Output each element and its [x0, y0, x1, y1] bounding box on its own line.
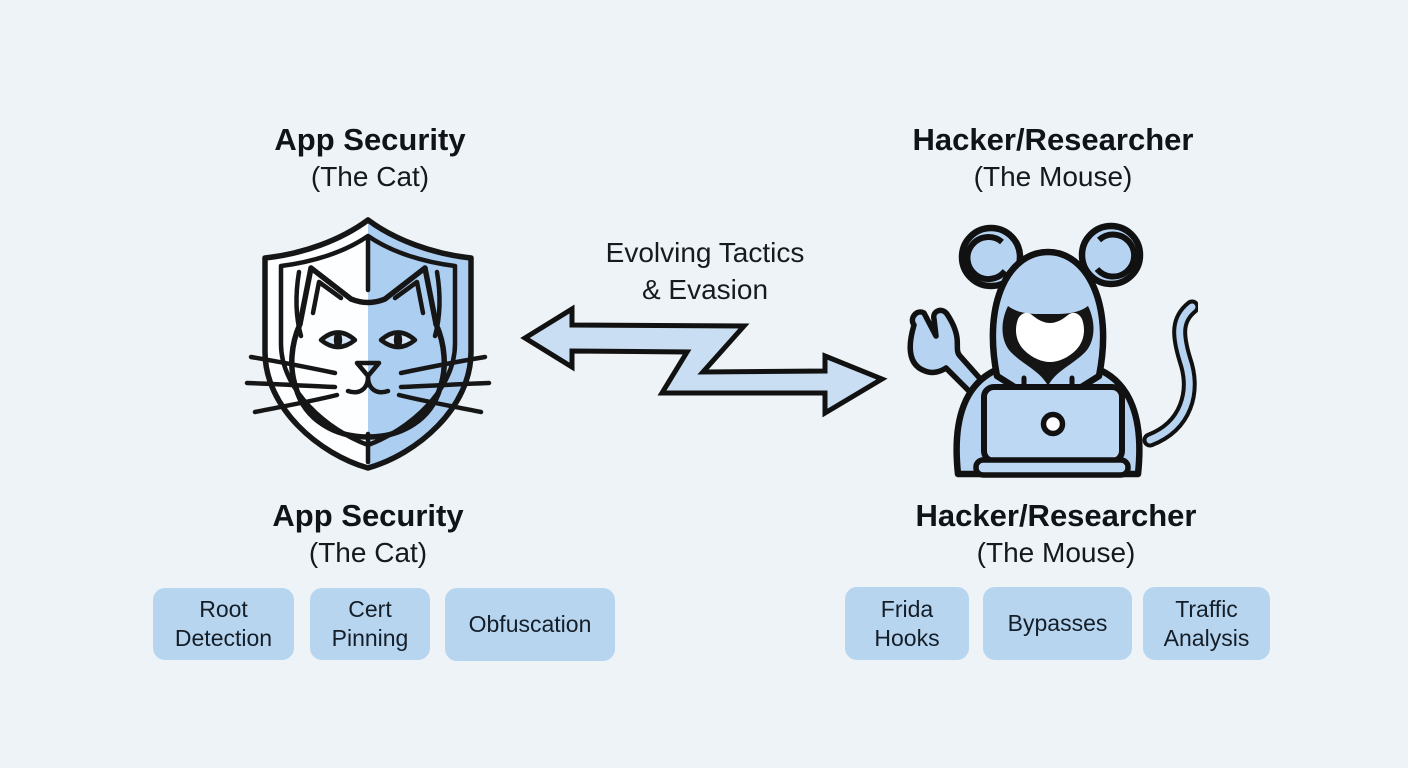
right-top-subtitle: (The Mouse)	[973, 161, 1133, 192]
center-label-line1: Evolving Tactics	[605, 237, 805, 268]
mouse-hacker-icon	[907, 222, 1198, 478]
center-label-line2: & Evasion	[641, 274, 769, 305]
right-bottom-subtitle: (The Mouse)	[976, 537, 1136, 568]
right-bottom-label: Hacker/Researcher (The Mouse)	[906, 497, 1206, 571]
left-top-label: App Security (The Cat)	[220, 121, 520, 195]
zigzag-double-arrow	[520, 304, 888, 418]
tag-obfuscation: Obfuscation	[445, 588, 615, 661]
cat-shield-icon	[244, 217, 492, 471]
left-bottom-label: App Security (The Cat)	[218, 497, 518, 571]
left-top-title: App Security	[274, 122, 466, 157]
tag-frida-hooks: Frida Hooks	[845, 587, 969, 660]
tag-root-detection: Root Detection	[153, 588, 294, 660]
center-label: Evolving Tactics & Evasion	[555, 234, 855, 308]
tag-bypasses: Bypasses	[983, 587, 1132, 660]
left-bottom-title: App Security	[272, 498, 464, 533]
left-top-subtitle: (The Cat)	[310, 161, 430, 192]
right-bottom-title: Hacker/Researcher	[915, 498, 1197, 533]
tag-traffic-analysis: Traffic Analysis	[1143, 587, 1270, 660]
right-top-title: Hacker/Researcher	[912, 122, 1194, 157]
tag-cert-pinning: Cert Pinning	[310, 588, 430, 660]
left-bottom-subtitle: (The Cat)	[308, 537, 428, 568]
right-top-label: Hacker/Researcher (The Mouse)	[903, 121, 1203, 195]
